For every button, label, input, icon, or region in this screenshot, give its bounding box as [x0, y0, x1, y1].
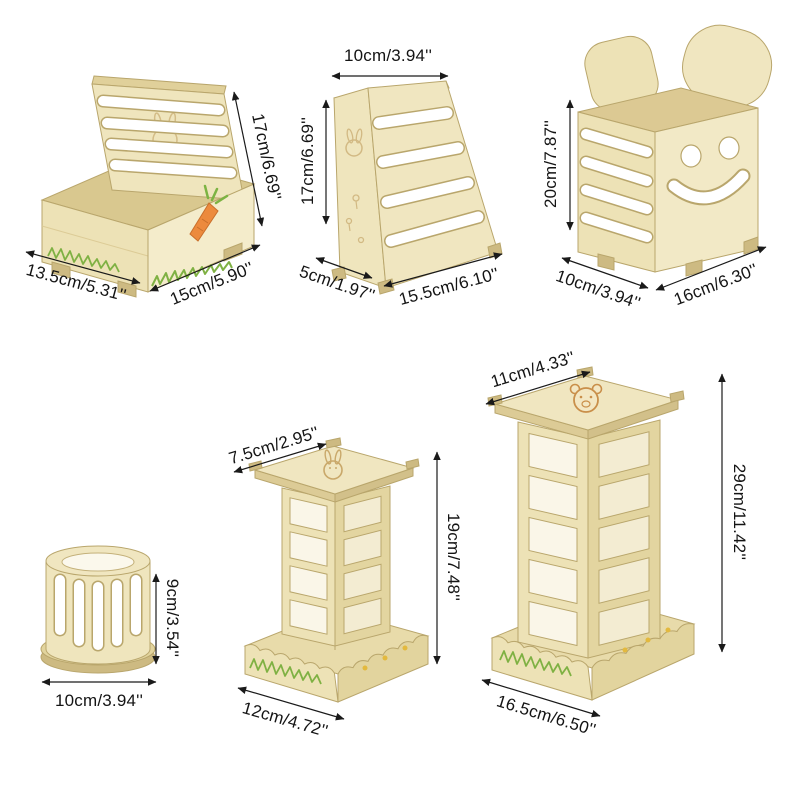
arrow-p1-depth — [149, 244, 261, 292]
product-tower-large — [487, 366, 696, 701]
bunny-icon — [345, 128, 365, 244]
arrow-p2-bottom-left — [315, 257, 373, 279]
flower-art — [622, 627, 671, 653]
vertical-slots — [53, 573, 143, 652]
dim-label-p2-top: 10cm/3.94'' — [343, 46, 433, 65]
rack-slots — [372, 106, 485, 248]
smiley-face-cutout — [666, 136, 751, 206]
arrow-p3-bottom-left — [561, 257, 649, 289]
arrow-p3-bottom-right — [655, 246, 767, 291]
dimension-arrows — [25, 72, 767, 721]
dim-label-p2-height: 17cm/6.69'' — [298, 116, 317, 206]
arrow-p5-bottom — [237, 686, 345, 721]
product-smiley-feeder — [577, 24, 773, 277]
panel-slots — [96, 94, 238, 180]
product-tower-small — [243, 437, 430, 703]
dim-label-p6-height: 29cm/11.42'' — [730, 463, 749, 561]
flower-art — [362, 645, 408, 671]
arrow-p5-top — [233, 442, 327, 474]
arrow-p2-bottom-right — [383, 252, 503, 288]
grass-art — [249, 658, 322, 685]
scalloped-tray-side — [591, 623, 695, 701]
dim-label-p5-height: 19cm/7.48'' — [444, 512, 463, 602]
dim-label-p4-height: 9cm/3.54'' — [163, 578, 182, 658]
slatted-back-panel — [91, 75, 245, 201]
carrot-icon — [189, 184, 229, 242]
product-round-feeder — [40, 545, 156, 674]
dim-label-p3-height: 20cm/7.87'' — [541, 119, 560, 209]
arrow-p1-width — [25, 250, 141, 285]
column-left-face — [281, 487, 336, 647]
dim-label-p4-width: 10cm/3.94'' — [54, 691, 144, 710]
column-right-face — [587, 419, 661, 659]
side-slots — [579, 127, 654, 244]
column-right-face — [334, 485, 391, 647]
scalloped-tray-side — [337, 634, 429, 703]
arrow-p1-height — [231, 91, 265, 227]
product-slanted-rack — [331, 80, 503, 295]
rounded-back-panels — [584, 24, 773, 112]
column-left-face — [517, 421, 589, 659]
grass-art — [499, 650, 572, 677]
arrow-p6-bottom — [481, 678, 601, 718]
arrow-p6-top — [485, 370, 591, 406]
product-box-feeder — [40, 75, 256, 298]
